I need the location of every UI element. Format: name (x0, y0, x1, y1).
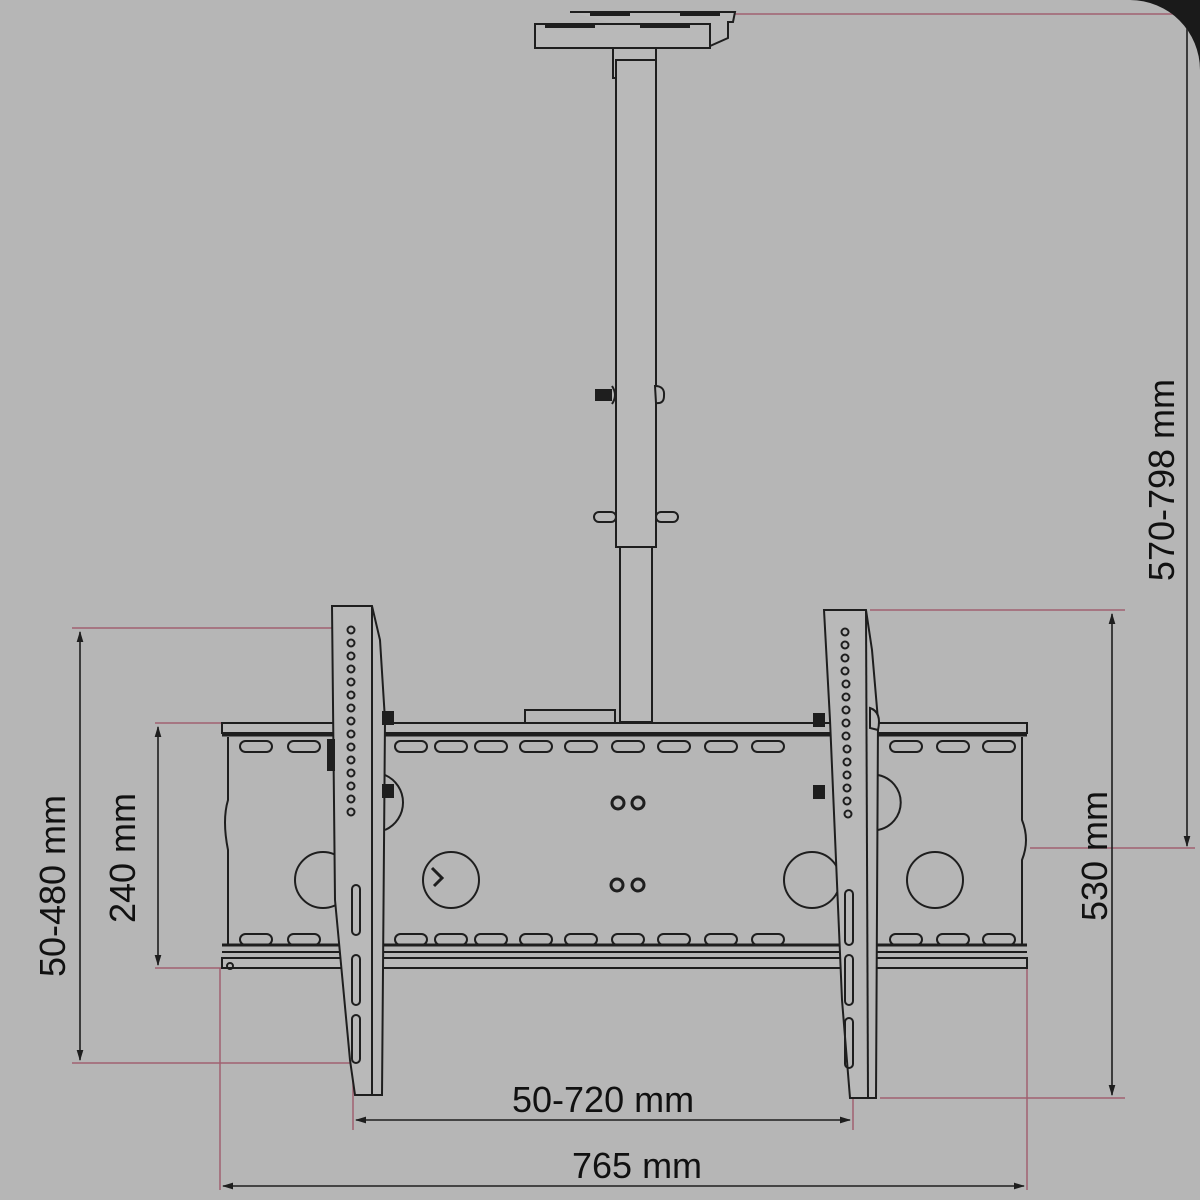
label-arm-spacing: 50-720 mm (512, 1079, 695, 1120)
label-total-width: 765 mm (572, 1145, 703, 1186)
telescopic-pole (612, 47, 657, 723)
label-left-vertical: 50-480 mm (32, 794, 73, 978)
frame-slots (239, 740, 1016, 946)
center-mounting-bolts (609, 795, 646, 893)
dimension-lines (76, 20, 1191, 1190)
right-vertical-arm (813, 609, 880, 1099)
ceiling-plate (534, 11, 737, 49)
label-inner-height: 240 mm (102, 792, 143, 924)
left-vertical-arm (327, 605, 394, 1096)
pole-adjustment-bolt (595, 384, 666, 405)
label-right-height: 530 mm (1074, 790, 1115, 922)
label-height-range: 570-798 mm (1141, 378, 1182, 582)
pole-locking-pin (593, 511, 679, 523)
